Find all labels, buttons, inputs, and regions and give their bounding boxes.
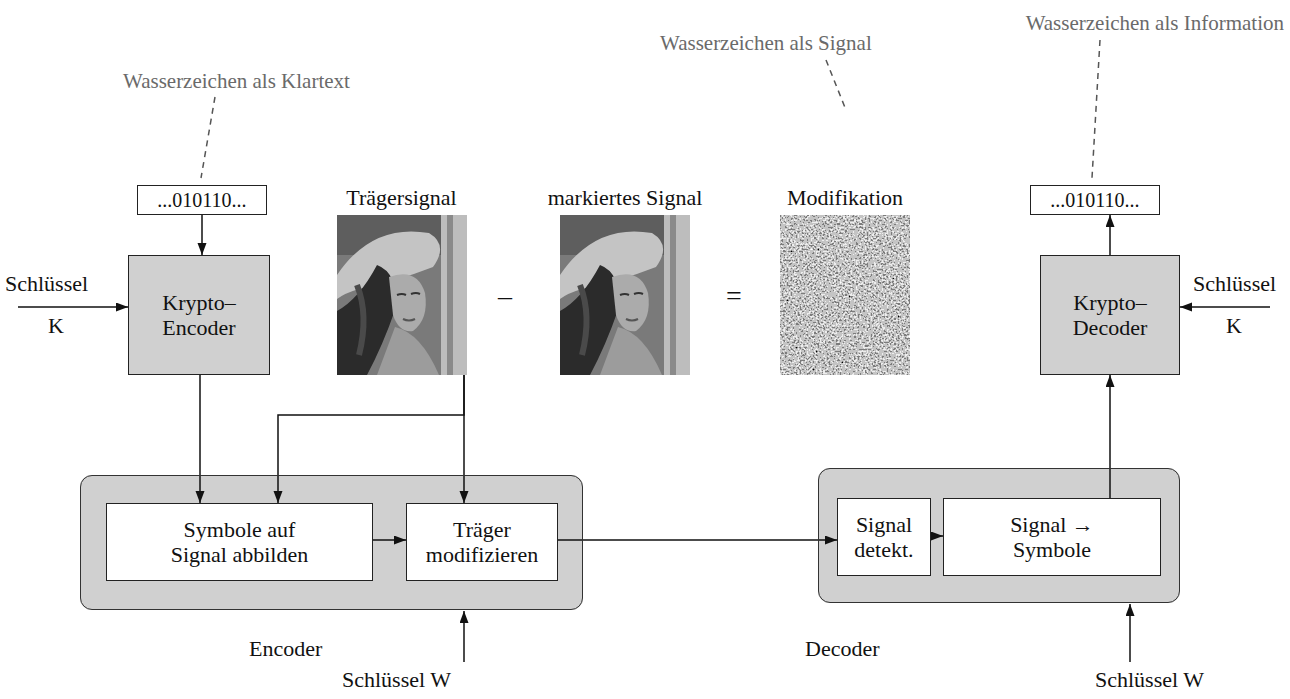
connector-arrow: [558, 539, 837, 541]
process-box: Signal detekt.: [837, 498, 931, 576]
connector-arrow: [931, 535, 943, 537]
label-text: K: [1226, 314, 1242, 338]
crypto-box: Krypto– Encoder: [128, 255, 270, 375]
carrier-image: [337, 215, 467, 375]
leader-line: [201, 97, 215, 178]
module-fill: [80, 475, 583, 610]
marked-image: [560, 215, 690, 375]
label-text: Schlüssel W: [1095, 668, 1204, 692]
connector-arrow: [199, 375, 201, 503]
box-label: Träger modifizieren: [417, 517, 547, 568]
module-box: DecoderSignal detekt.Signal → Symbole: [818, 468, 1180, 603]
connector-arrow: [463, 375, 465, 503]
label-text: =: [726, 281, 742, 312]
annotation-text: Wasserzeichen als Information: [1026, 12, 1284, 35]
noise-image: [780, 215, 910, 375]
process-box: Träger modifizieren: [406, 503, 558, 581]
image-panel: markiertes Signal: [560, 185, 690, 375]
crypto-box: Krypto– Decoder: [1040, 255, 1180, 375]
box-label: Krypto– Decoder: [1050, 290, 1170, 341]
connector-arrow: [278, 375, 464, 503]
key-arrow: [1129, 604, 1131, 662]
module-box: EncoderSymbole auf Signal abbildenTräger…: [80, 475, 583, 610]
connector-arrow: [373, 539, 406, 541]
module-label: Encoder: [249, 636, 322, 661]
image-panel: Trägersignal: [337, 185, 466, 375]
image-panel: Modifikation: [780, 185, 910, 375]
label-text: Schlüssel W: [342, 668, 451, 692]
process-box: Signal → Symbole: [943, 498, 1161, 576]
key-arrow: [1180, 306, 1270, 308]
box-label: ...010110...: [157, 189, 246, 211]
label-text: Schlüssel: [5, 272, 88, 296]
box-label: Signal detekt.: [844, 512, 924, 563]
connector-arrow: [1109, 375, 1111, 498]
leader-line: [826, 60, 846, 110]
box-label: Signal → Symbole: [997, 512, 1107, 563]
label-text: –: [498, 281, 512, 312]
process-box: Symbole auf Signal abbilden: [106, 503, 373, 581]
connector-arrow: [1109, 215, 1111, 255]
box-label: ...010110...: [1050, 189, 1139, 211]
box-label: Krypto– Encoder: [139, 290, 259, 341]
module-label: Decoder: [805, 636, 880, 661]
label-text: K: [48, 314, 64, 338]
leader-line: [1092, 40, 1100, 178]
watermark-bits-box: ...010110...: [137, 185, 267, 215]
watermark-bits-box: ...010110...: [1030, 185, 1160, 215]
image-heading: Modifikation: [787, 185, 903, 210]
box-label: Symbole auf Signal abbilden: [155, 517, 325, 568]
image-heading: markiertes Signal: [548, 185, 703, 210]
annotation-text: Wasserzeichen als Klartext: [123, 70, 350, 93]
module-fill: [818, 468, 1180, 603]
annotation-text: Wasserzeichen als Signal: [660, 32, 872, 55]
image-heading: Trägersignal: [346, 185, 456, 210]
key-arrow: [463, 611, 465, 662]
key-arrow: [18, 306, 128, 308]
connector-arrow: [201, 215, 203, 255]
label-text: Schlüssel: [1193, 272, 1276, 296]
